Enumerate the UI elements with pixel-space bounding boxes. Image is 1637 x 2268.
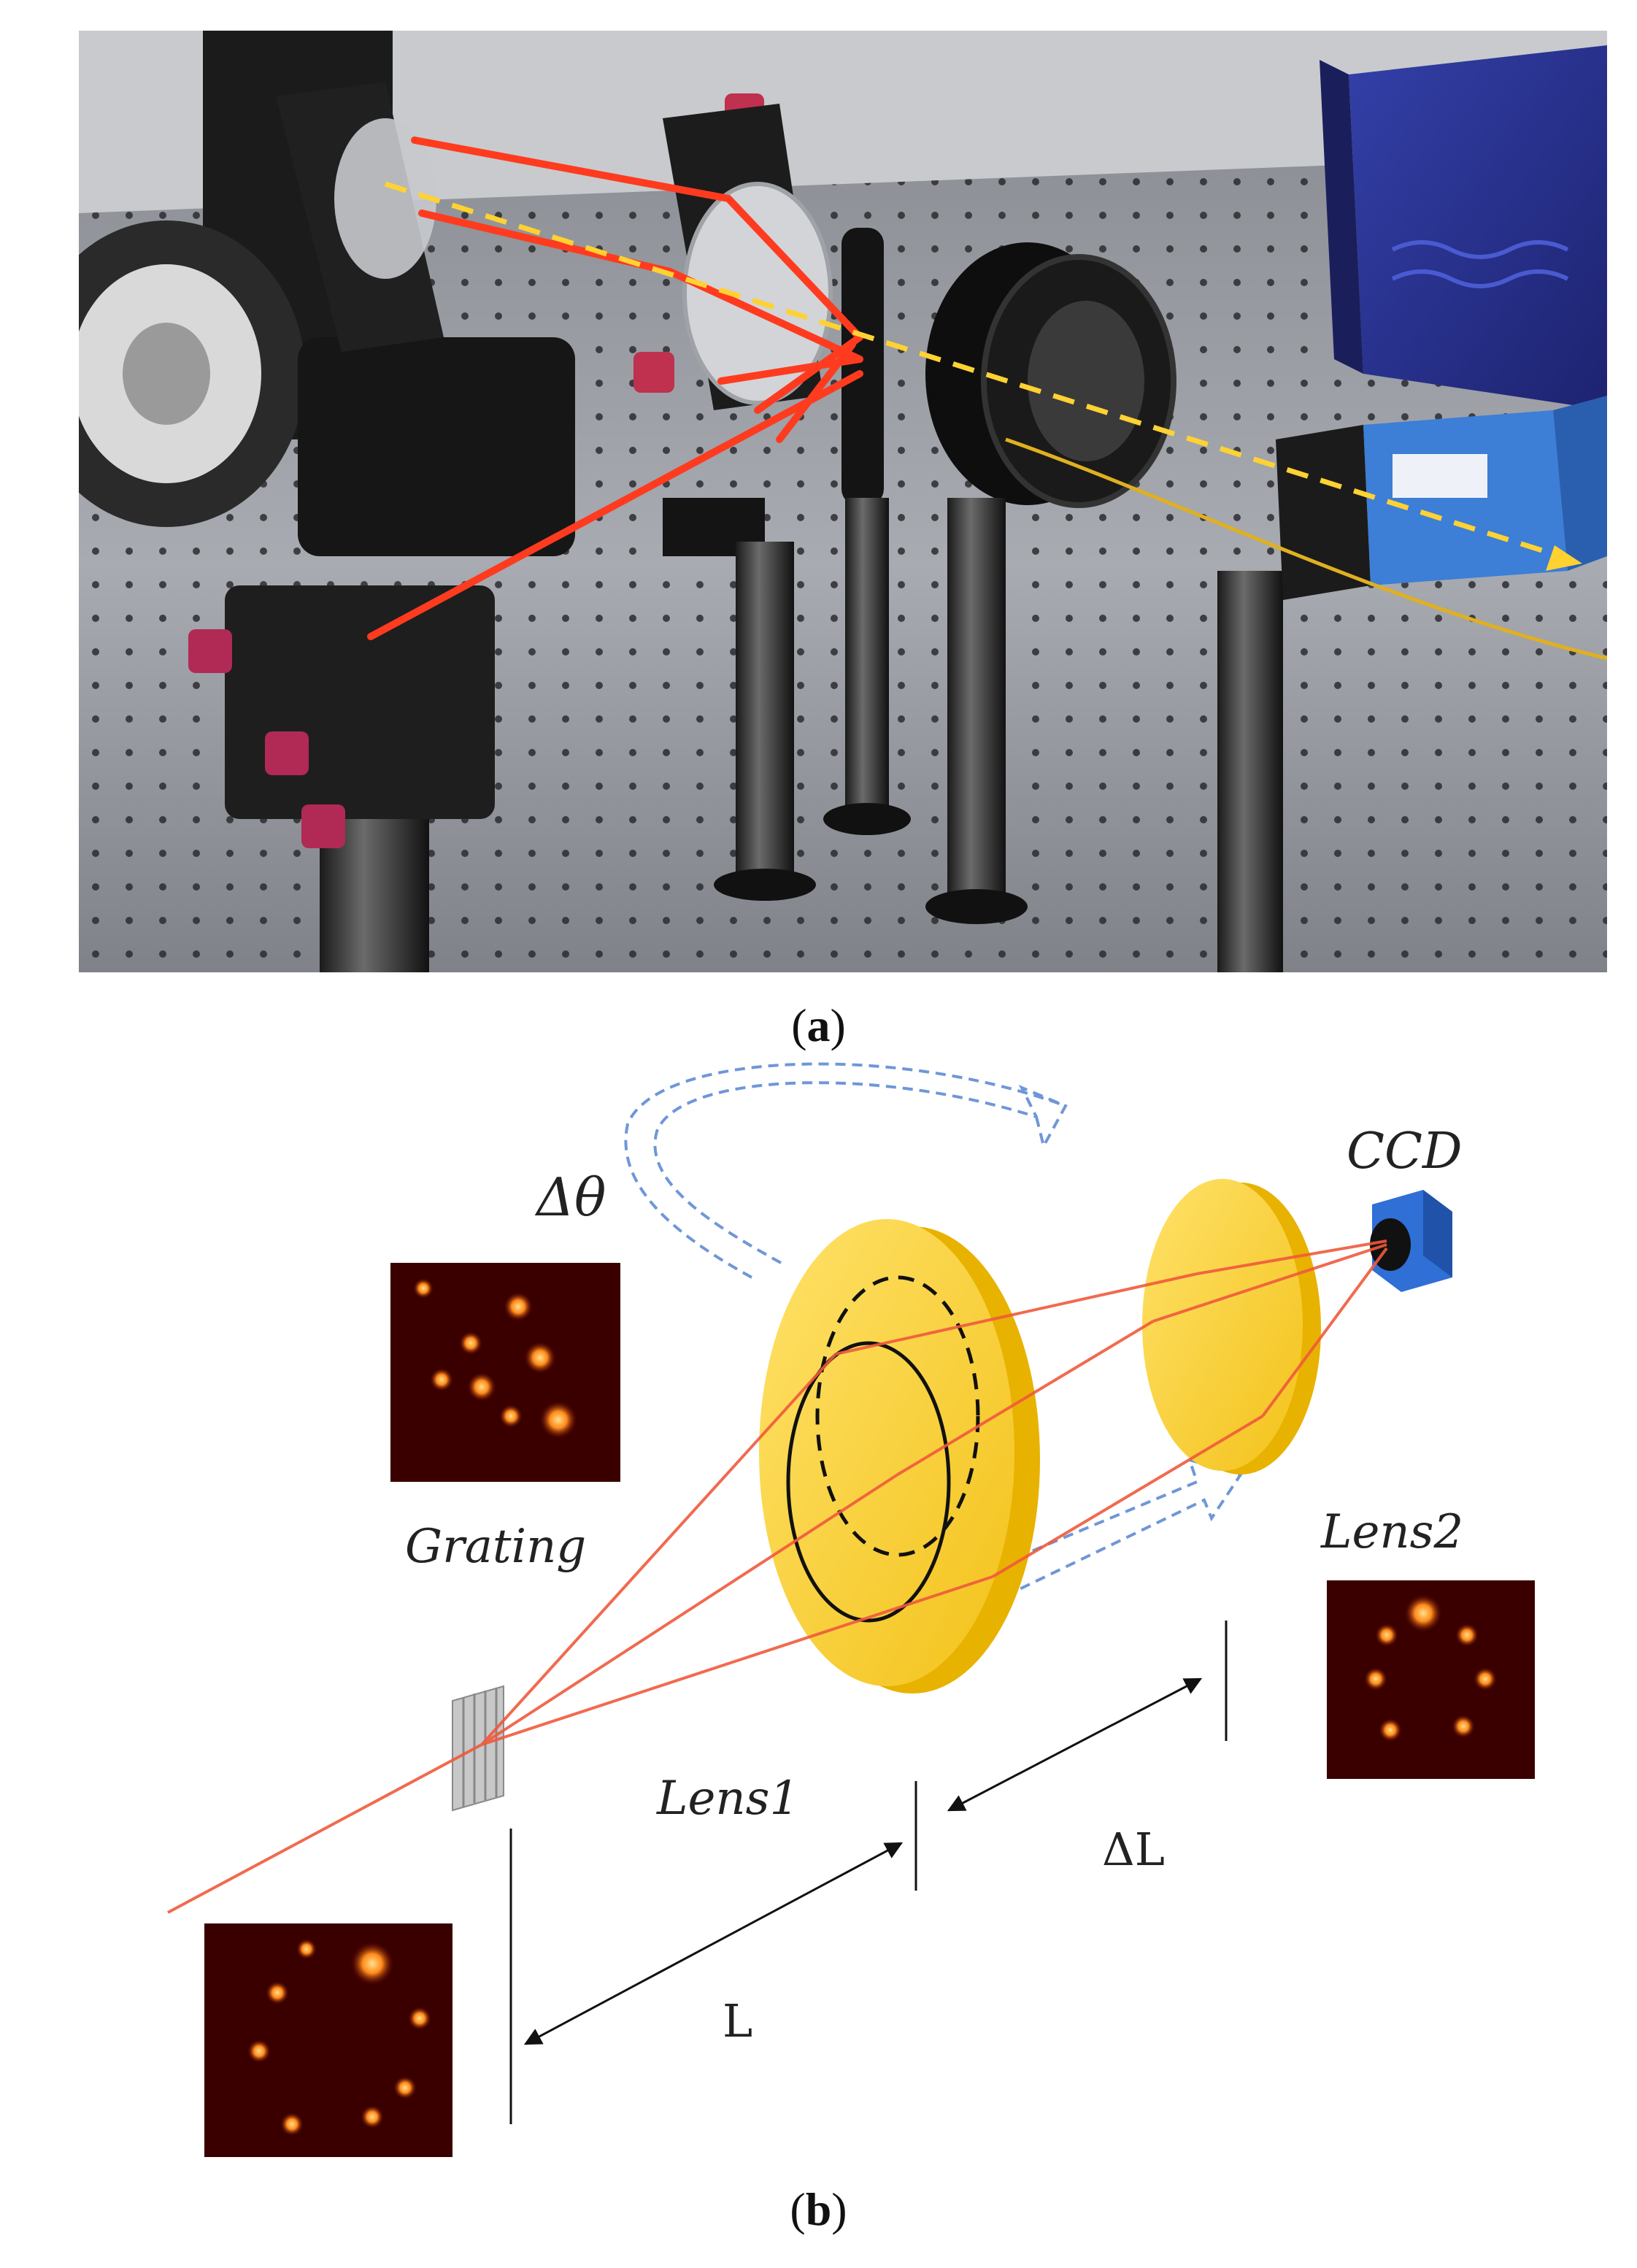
laser-beams	[367, 137, 863, 640]
optical-axis-arrow	[384, 181, 1582, 571]
aperture-post	[823, 228, 911, 835]
lab-setup-photo	[79, 31, 1607, 972]
diagram-beams	[167, 1239, 1388, 1914]
label-delta-theta: Δθ	[534, 1166, 606, 1228]
ccd-icon	[1370, 1190, 1452, 1292]
lens1	[759, 1219, 1040, 1694]
label-L: L	[723, 1994, 752, 2048]
label-delta-L: ΔL	[1102, 1823, 1165, 1876]
caption-b-letter: b	[805, 2183, 832, 2235]
caption-a-letter: a	[806, 999, 831, 1051]
caption-a: (a)	[791, 999, 846, 1051]
speckle-image-input	[204, 1923, 452, 2157]
dimension-marks	[509, 1621, 1228, 2124]
caption-b: (b)	[790, 2183, 847, 2235]
ccd-camera	[1276, 396, 1607, 600]
lens2	[1142, 1179, 1321, 1475]
label-lens2: Lens2	[1320, 1505, 1463, 1559]
label-ccd: CCD	[1347, 1123, 1463, 1180]
lens1-dashed-ring	[815, 1275, 980, 1557]
schematic-diagram: Δθ CCD Grating Lens1 Lens2 ΔL L	[167, 1062, 1535, 2157]
lens2-tube	[925, 242, 1176, 924]
speckle-image-lens2	[1327, 1580, 1535, 1779]
speckle-image-grating	[390, 1263, 620, 1482]
optical-fiber	[1005, 437, 1607, 661]
laser-source-box	[1320, 45, 1607, 410]
lens1-solid-ring	[786, 1341, 951, 1623]
label-lens1: Lens1	[656, 1772, 799, 1826]
optical-posts	[663, 498, 1283, 972]
lens1-mount	[663, 104, 833, 410]
grating-icon	[452, 1685, 504, 1812]
label-grating: Grating	[405, 1520, 586, 1574]
grating-mount	[276, 82, 444, 352]
rotation-arrow	[624, 1062, 1068, 1279]
